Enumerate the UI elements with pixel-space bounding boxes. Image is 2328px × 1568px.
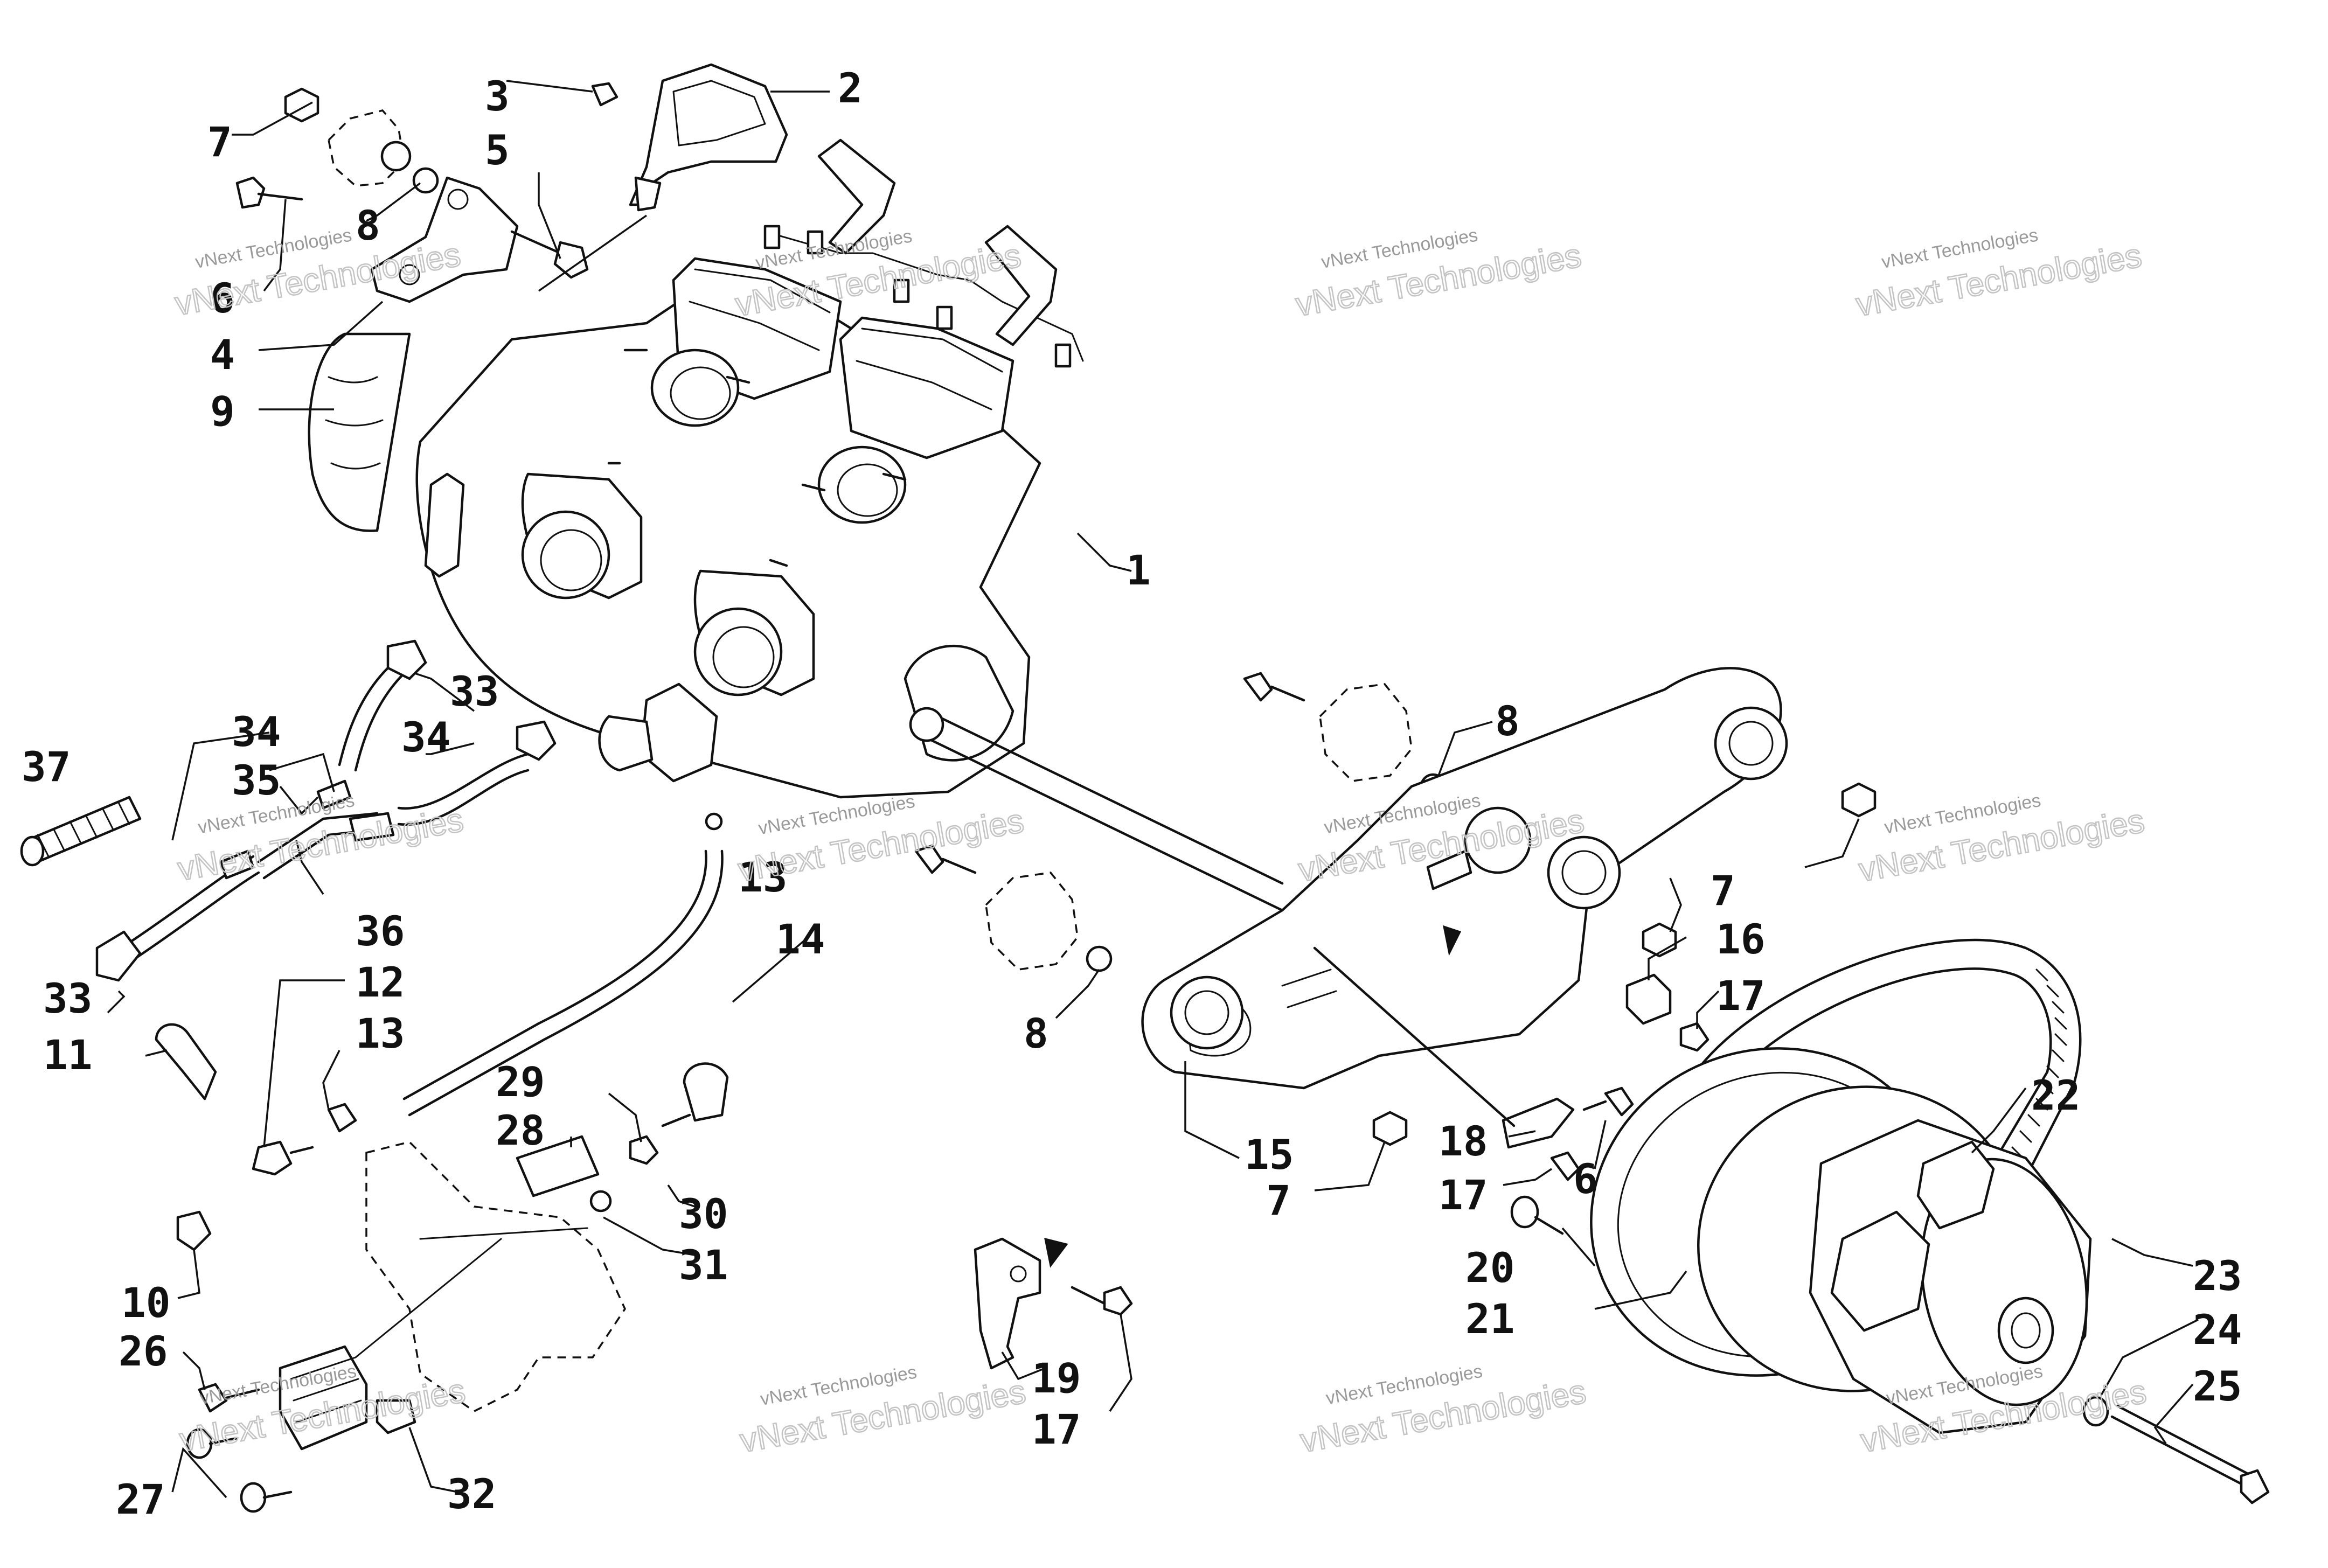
callout-3: 3	[485, 72, 510, 120]
callout-21: 21	[1465, 1295, 1515, 1343]
top-left-hardware	[232, 63, 1132, 572]
callout-8c: 8	[1024, 1009, 1048, 1057]
callout-34b: 34	[232, 708, 281, 756]
callout-26: 26	[119, 1327, 168, 1375]
callout-18: 18	[1439, 1117, 1488, 1165]
callout-35: 35	[232, 756, 281, 804]
callout-20: 20	[1465, 1244, 1515, 1292]
callout-17b: 17	[1439, 1171, 1488, 1219]
callout-22: 22	[2031, 1071, 2081, 1119]
callout-17c: 17	[1032, 1405, 1081, 1453]
callout-27: 27	[116, 1475, 165, 1523]
callout-1: 1	[1126, 546, 1151, 594]
callout-2: 2	[838, 64, 863, 112]
callout-33b: 33	[43, 974, 93, 1022]
callout-6b: 6	[1573, 1155, 1598, 1203]
callout-10: 10	[121, 1279, 171, 1327]
clutch-mount-plate	[914, 667, 1877, 1191]
callout-5: 5	[485, 126, 510, 174]
callout-30: 30	[679, 1190, 728, 1238]
watermark: vNext Technologies vNext Technologies	[1292, 225, 1585, 324]
callout-9: 9	[210, 387, 235, 435]
callout-14: 14	[776, 915, 825, 963]
callout-8b: 8	[1495, 697, 1520, 745]
callout-7: 7	[207, 118, 232, 166]
watermark: vNext Technologies vNext Technologies	[171, 225, 464, 323]
callout-7b: 7	[1711, 867, 1735, 915]
callout-37: 37	[22, 743, 71, 791]
callout-6: 6	[210, 274, 235, 322]
engine-assembly	[308, 138, 1284, 912]
watermark: vNext Technologies vNext Technologies	[1297, 1361, 1589, 1461]
callout-24: 24	[2193, 1306, 2242, 1354]
callout-labels: 1 2 3 4 5 6 6 7 7 7 8 8 8 9 10 11 12 13 …	[22, 64, 2242, 1523]
callout-15: 15	[1245, 1131, 1294, 1179]
watermark: vNext Technologies vNext Technologies	[736, 1362, 1029, 1460]
callout-12: 12	[356, 958, 405, 1006]
fuel-lines	[20, 639, 557, 1014]
callout-11: 11	[43, 1031, 93, 1079]
callout-32: 32	[447, 1470, 497, 1518]
bracket-19	[974, 1237, 1133, 1412]
callout-28: 28	[496, 1106, 545, 1154]
watermark: vNext Technologies vNext Technologies	[1856, 790, 2148, 890]
callout-17: 17	[1716, 972, 1766, 1020]
callout-23: 23	[2193, 1252, 2242, 1300]
callout-29: 29	[496, 1058, 545, 1106]
callout-31: 31	[679, 1241, 728, 1289]
callout-13: 13	[738, 853, 788, 901]
watermark: vNext Technologies vNext Technologies	[1853, 225, 2145, 324]
callout-34: 34	[401, 713, 451, 761]
watermark: vNext Technologies vNext Technologies	[175, 790, 467, 889]
callout-8: 8	[356, 201, 380, 249]
callout-16: 16	[1716, 915, 1766, 963]
callout-33: 33	[450, 667, 499, 715]
clutch-and-belt	[1510, 938, 2270, 1504]
callout-19: 19	[1032, 1354, 1081, 1402]
callout-36: 36	[356, 907, 405, 955]
callout-13b: 13	[356, 1009, 405, 1057]
callout-25: 25	[2193, 1362, 2242, 1410]
callout-4: 4	[210, 331, 235, 379]
callout-7c: 7	[1266, 1176, 1291, 1224]
lower-left-hardware	[145, 849, 809, 1513]
